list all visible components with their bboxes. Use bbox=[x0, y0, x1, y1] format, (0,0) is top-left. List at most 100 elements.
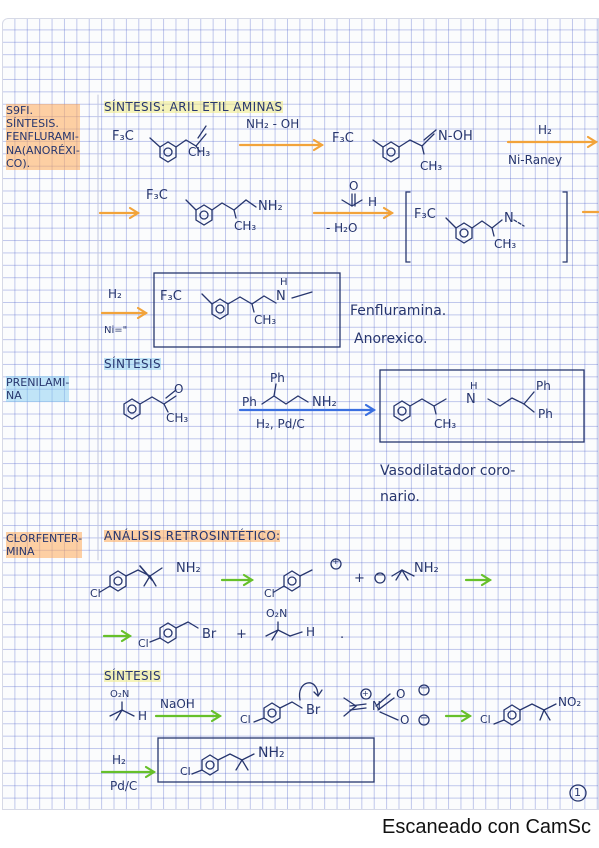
reagent-label: H₂ bbox=[108, 287, 122, 301]
h-label: H bbox=[306, 625, 316, 639]
benzene-ring bbox=[123, 398, 141, 420]
cation-charge: + bbox=[332, 557, 340, 567]
br-label: Br bbox=[202, 627, 217, 642]
cl-label: Cl bbox=[240, 713, 251, 726]
charge-minus: − bbox=[420, 713, 429, 724]
retrosynthesis-arrow bbox=[220, 573, 255, 587]
benzene-ring bbox=[283, 570, 301, 592]
reagent-label: - H₂O bbox=[326, 221, 358, 235]
ch3-label: CH₃ bbox=[494, 237, 517, 251]
reaction-arrow bbox=[238, 138, 325, 152]
h-label: H bbox=[138, 709, 148, 723]
nh2-label: NH₂ bbox=[414, 561, 439, 576]
reagent-label: Ni=" bbox=[104, 325, 128, 336]
imine-n-label: N bbox=[504, 211, 514, 226]
side-label-line: MINA bbox=[6, 545, 35, 559]
cl-label: Cl bbox=[90, 587, 101, 600]
ph-label: Ph bbox=[242, 395, 257, 409]
nh2-label: NH₂ bbox=[176, 561, 201, 576]
nh-h-label: H bbox=[470, 381, 478, 392]
section-heading: SÍNTESIS bbox=[104, 669, 162, 683]
notebook-page bbox=[2, 18, 599, 810]
charge-minus: − bbox=[420, 683, 429, 694]
section-heading: SÍNTESIS bbox=[104, 357, 162, 371]
side-label-clorfentermina: CLORFENTER- MINA bbox=[6, 532, 83, 559]
side-label-prenilamina: PRENILAMI- NA bbox=[6, 376, 70, 403]
bracket-left bbox=[405, 191, 411, 263]
side-label-line: CLORFENTER- bbox=[6, 532, 83, 545]
aldehyde-h-label: H bbox=[368, 195, 378, 209]
nitronate-o-label: O bbox=[400, 713, 410, 727]
reaction-arrow bbox=[444, 709, 473, 723]
reagent-label: NaOH bbox=[160, 697, 195, 711]
no2-label: NO₂ bbox=[558, 695, 582, 709]
cf3-label: F₃C bbox=[160, 289, 182, 304]
o2n-label: O₂N bbox=[110, 689, 130, 700]
retrosynthesis-arrow bbox=[102, 629, 133, 643]
ch3-label: CH₃ bbox=[234, 219, 257, 233]
cf3-label: F₃C bbox=[112, 129, 134, 144]
ph-label: Ph bbox=[536, 379, 551, 393]
ch3-label: CH₃ bbox=[420, 159, 443, 173]
benzene-ring bbox=[393, 400, 411, 422]
side-label-line: SÍNTESIS. bbox=[6, 117, 59, 131]
nitronate-n-label: N bbox=[372, 699, 381, 713]
product-use-line: Vasodilatador coro- bbox=[380, 463, 516, 479]
benzene-ring bbox=[263, 702, 281, 724]
product-use: Anorexico. bbox=[354, 331, 428, 347]
benzene-ring bbox=[211, 298, 229, 320]
benzene-ring bbox=[195, 204, 213, 226]
ch3-label: CH₃ bbox=[434, 417, 457, 431]
section-heading: ANÁLISIS RETROSINTÉTICO: bbox=[104, 529, 281, 543]
footer-bar bbox=[0, 810, 599, 848]
reaction-arrow bbox=[98, 206, 141, 220]
cl-label: Cl bbox=[264, 587, 275, 600]
cl-label: Cl bbox=[180, 765, 191, 778]
benzene-ring bbox=[201, 754, 219, 776]
side-label-fenfluramina: S9FI. SÍNTESIS. FENFLURAMI- NA(ANORÉXI- … bbox=[6, 104, 80, 171]
benzene-ring bbox=[159, 622, 177, 644]
cf3-label: F₃C bbox=[414, 207, 436, 222]
amine-n-label: N bbox=[466, 392, 476, 407]
nh-h-label: H bbox=[280, 277, 288, 288]
ch3-label: CH₃ bbox=[166, 411, 189, 425]
reaction-arrow bbox=[100, 306, 149, 320]
br-label: Br bbox=[306, 703, 321, 718]
side-label-line: FENFLURAMI- bbox=[6, 130, 79, 144]
reaction-arrow bbox=[154, 709, 223, 723]
reagent-label: Ni-Raney bbox=[508, 153, 563, 167]
cl-label: Cl bbox=[480, 713, 491, 726]
anion-charge: − bbox=[376, 570, 385, 581]
product-use: Vasodilatador coro- nario. bbox=[380, 458, 516, 510]
reagent-label: H₂, Pd/C bbox=[256, 417, 305, 431]
product-name: Fenfluramina. bbox=[350, 303, 447, 319]
period: . bbox=[340, 627, 345, 642]
reaction-arrow bbox=[238, 403, 377, 417]
oxime-group-label: N-OH bbox=[438, 129, 473, 144]
nitronate-o-label: O bbox=[396, 687, 406, 701]
reaction-arrow bbox=[312, 206, 395, 220]
side-label-line: S9FI. bbox=[6, 104, 34, 117]
reagent-label: H₂ bbox=[112, 753, 126, 767]
product-box bbox=[153, 272, 341, 348]
scanner-watermark: Escaneado con CamSc bbox=[382, 816, 592, 838]
side-label-line: NA bbox=[6, 389, 22, 403]
ch3-label: CH₃ bbox=[254, 313, 277, 327]
benzene-ring bbox=[382, 141, 400, 163]
charge-plus: + bbox=[362, 689, 369, 698]
side-label-line: PRENILAMI- bbox=[6, 376, 70, 389]
ch3-label: CH₃ bbox=[188, 145, 211, 159]
nh2-label: NH₂ bbox=[312, 395, 337, 410]
bracket-right bbox=[562, 191, 568, 263]
side-label-line: NA(ANORÉXI- bbox=[6, 143, 80, 157]
benzene-ring bbox=[159, 141, 177, 163]
benzene-ring bbox=[455, 222, 473, 244]
curved-arrow bbox=[298, 682, 319, 701]
section-heading: SÍNTESIS: ARIL ETIL AMINAS bbox=[104, 100, 283, 114]
plus-sign: + bbox=[354, 571, 365, 586]
page-number-circle bbox=[569, 784, 587, 802]
product-box bbox=[379, 369, 585, 443]
cf3-label: F₃C bbox=[332, 131, 354, 146]
